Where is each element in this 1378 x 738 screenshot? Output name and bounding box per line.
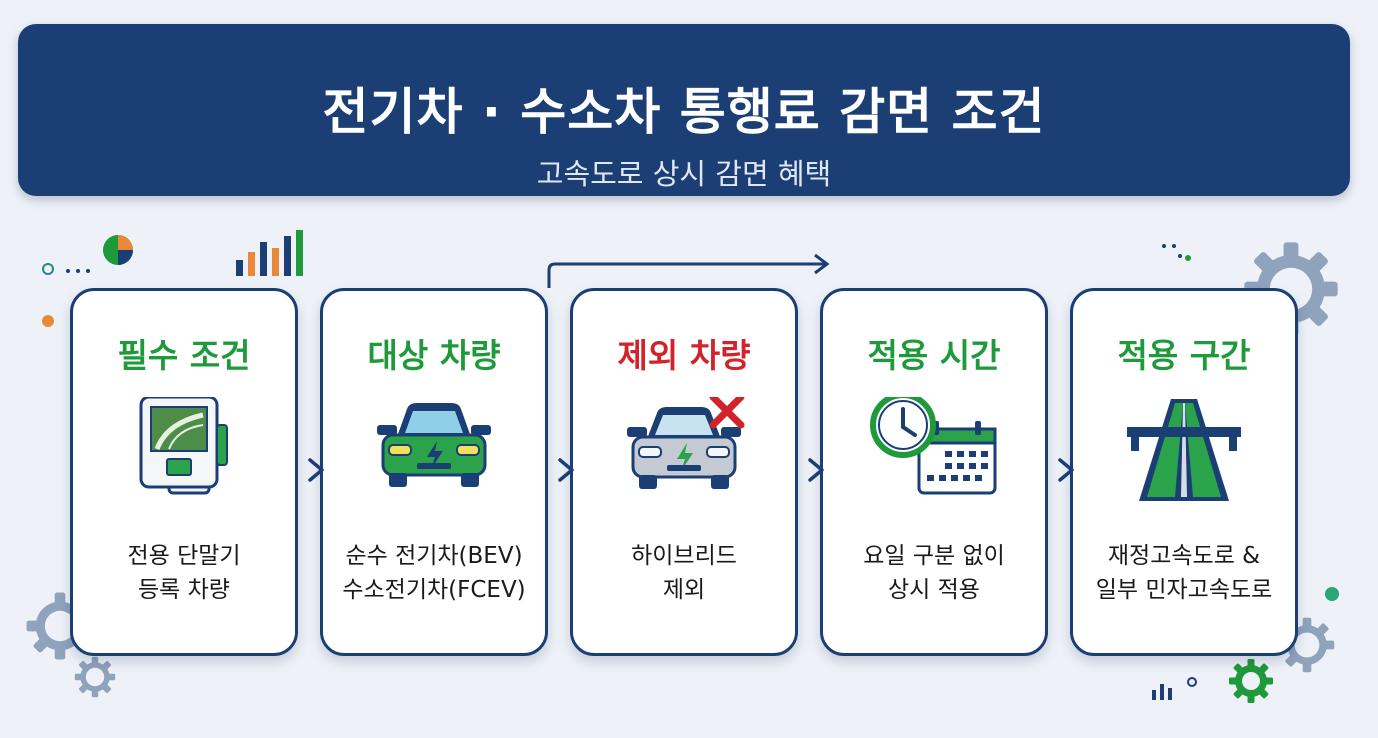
card-desc-line: 전용 단말기 — [127, 543, 241, 569]
card-title: 적용 시간 — [867, 336, 1001, 375]
chevron-right-icon — [558, 458, 574, 482]
clock-calendar-icon — [870, 397, 997, 495]
card-title: 필수 조건 — [117, 336, 251, 375]
gear-icon — [74, 656, 116, 698]
chevron-right-icon — [1058, 458, 1074, 482]
card-applicable-section: 적용 구간 재정고속도로 & 일부 민자고속도로 — [1070, 288, 1298, 656]
card-title: 대상 차량 — [367, 336, 501, 375]
chevron-right-icon — [808, 458, 824, 482]
bar-chart-icon — [236, 230, 303, 276]
card-description: 하이브리드 제외 — [579, 539, 789, 607]
card-desc-line: 하이브리드 — [631, 543, 737, 569]
excluded-car-icon — [627, 397, 745, 489]
card-description: 재정고속도로 & 일부 민자고속도로 — [1079, 539, 1289, 607]
chevron-right-icon — [308, 458, 324, 482]
dots-decoration-icon — [42, 263, 90, 327]
dots-decoration-icon — [1162, 244, 1191, 261]
card-target-vehicle: 대상 차량 순수 전기차(BEV) 수소전기차(FCEV) — [320, 288, 548, 656]
card-description: 전용 단말기 등록 차량 — [79, 539, 289, 607]
card-excluded-vehicle: 제외 차량 하이브리드 제외 — [570, 288, 798, 656]
bar-chart-icon — [1152, 677, 1197, 700]
highway-icon — [1127, 399, 1241, 501]
card-desc-line: 요일 구분 없이 — [863, 543, 1005, 569]
terminal-icon — [139, 397, 228, 495]
page-subtitle: 고속도로 상시 감면 혜택 — [536, 157, 832, 191]
card-title: 적용 구간 — [1117, 336, 1251, 375]
card-desc-line: 수소전기차(FCEV) — [342, 577, 526, 603]
card-description: 순수 전기차(BEV) 수소전기차(FCEV) — [329, 539, 539, 607]
pie-chart-icon — [103, 235, 133, 265]
card-desc-line: 재정고속도로 & — [1107, 543, 1261, 569]
card-desc-line: 일부 민자고속도로 — [1095, 577, 1273, 603]
card-desc-line: 제외 — [662, 577, 706, 603]
card-desc-line: 상시 적용 — [888, 577, 980, 603]
process-arrow-icon — [547, 253, 830, 288]
card-desc-line: 등록 차량 — [138, 577, 230, 603]
header-banner: 전기차 · 수소차 통행료 감면 조건 고속도로 상시 감면 혜택 — [18, 24, 1350, 196]
page-title: 전기차 · 수소차 통행료 감면 조건 — [322, 83, 1046, 141]
card-title: 제외 차량 — [617, 336, 751, 375]
card-applicable-time: 적용 시간 요일 구분 없이 상시 적용 — [820, 288, 1048, 656]
electric-car-icon — [377, 403, 491, 487]
dot-decoration-icon — [1325, 587, 1339, 601]
gear-icon — [1229, 659, 1273, 703]
card-desc-line: 순수 전기차(BEV) — [345, 543, 523, 569]
card-required-condition: 필수 조건 전용 단말기 등록 차량 — [70, 288, 298, 656]
card-description: 요일 구분 없이 상시 적용 — [829, 539, 1039, 607]
